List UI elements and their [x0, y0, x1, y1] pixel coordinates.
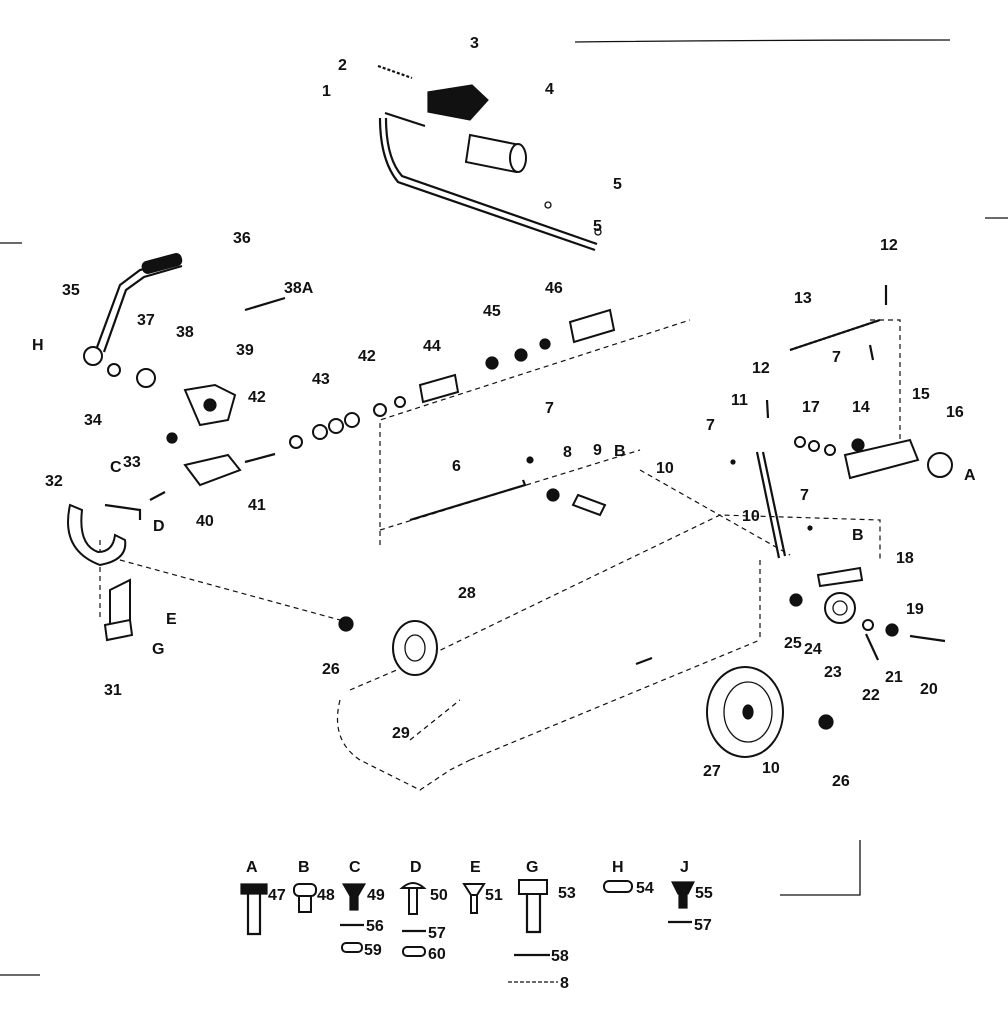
hardware-legend: A 47 B 48 C 49 56 59 D 50 57 60 E 51 G — [240, 859, 713, 992]
hw-number-54: 54 — [636, 880, 654, 897]
label-33: 33 — [123, 454, 141, 471]
label-22: 22 — [862, 687, 880, 704]
label-10b: 10 — [742, 508, 760, 525]
label-41: 41 — [248, 497, 266, 514]
label-2: 2 — [338, 57, 347, 74]
label-7c: 7 — [706, 417, 715, 434]
label-10a: 10 — [656, 460, 674, 477]
hw-number-56: 56 — [366, 918, 384, 935]
right-linkage-assembly — [526, 285, 953, 661]
hw-number-60: 60 — [428, 946, 446, 963]
label-D: D — [153, 518, 165, 535]
label-6: 6 — [452, 458, 461, 475]
label-28: 28 — [458, 585, 476, 602]
label-34: 34 — [84, 412, 102, 429]
label-B-a: B — [614, 443, 626, 460]
hw-number-55: 55 — [695, 885, 713, 902]
cylinder-part-4 — [464, 133, 527, 174]
label-38A: 38A — [284, 280, 314, 297]
hw-letter-G: G — [526, 859, 538, 876]
hw-number-48: 48 — [317, 887, 335, 904]
label-12a: 12 — [880, 237, 898, 254]
label-G: G — [152, 641, 164, 658]
label-16: 16 — [946, 404, 964, 421]
label-4: 4 — [545, 81, 554, 98]
control-lever-assembly — [83, 253, 616, 522]
label-40: 40 — [196, 513, 214, 530]
handle-rod-assembly — [377, 64, 602, 252]
label-44: 44 — [423, 338, 441, 355]
label-39: 39 — [236, 342, 254, 359]
label-42b: 42 — [358, 348, 376, 365]
label-21: 21 — [885, 669, 903, 686]
label-14: 14 — [852, 399, 870, 416]
rear-wheel-part-27 — [706, 666, 784, 758]
hw-letter-E: E — [470, 859, 481, 876]
part-labels: 1 2 3 4 5 5 36 35 H 37 38 38A 39 34 33 C… — [32, 35, 976, 790]
label-19: 19 — [906, 601, 924, 618]
label-36: 36 — [233, 230, 251, 247]
label-35: 35 — [62, 282, 80, 299]
label-32: 32 — [45, 473, 63, 490]
hw-number-58: 58 — [551, 948, 569, 965]
label-B-b: B — [852, 527, 864, 544]
label-8: 8 — [563, 444, 572, 461]
hw-letter-A: A — [246, 859, 258, 876]
hw-letter-B: B — [298, 859, 310, 876]
label-10c: 10 — [762, 760, 780, 777]
label-E: E — [166, 611, 177, 628]
label-17: 17 — [802, 399, 820, 416]
front-wheel-part-29 — [392, 620, 438, 676]
hw-number-47: 47 — [268, 887, 286, 904]
hw-letter-J: J — [680, 859, 689, 876]
label-C: C — [110, 459, 122, 476]
mower-deck-outline — [0, 39, 1008, 976]
label-3: 3 — [470, 35, 479, 52]
label-26a: 26 — [322, 661, 340, 678]
hw-number-50: 50 — [430, 887, 448, 904]
hw-letter-D: D — [410, 859, 422, 876]
label-46: 46 — [545, 280, 563, 297]
label-11: 11 — [731, 392, 748, 409]
hw-number-59: 59 — [364, 942, 382, 959]
label-29: 29 — [392, 725, 410, 742]
hw-letter-H: H — [612, 859, 624, 876]
hw-number-8: 8 — [560, 975, 569, 992]
label-24: 24 — [804, 641, 822, 658]
grip-part-3 — [427, 84, 489, 121]
label-37: 37 — [137, 312, 155, 329]
label-23: 23 — [824, 664, 842, 681]
label-1: 1 — [322, 83, 331, 100]
label-13: 13 — [794, 290, 812, 307]
label-43: 43 — [312, 371, 330, 388]
label-7d: 7 — [800, 487, 809, 504]
label-25: 25 — [784, 635, 802, 652]
hw-number-53: 53 — [558, 885, 576, 902]
label-H: H — [32, 337, 44, 354]
label-9: 9 — [593, 442, 602, 459]
label-26b: 26 — [832, 773, 850, 790]
hw-number-57b: 57 — [694, 917, 712, 934]
label-38: 38 — [176, 324, 194, 341]
label-31: 31 — [104, 682, 122, 699]
label-20: 20 — [920, 681, 938, 698]
label-18: 18 — [896, 550, 914, 567]
spring-part-2 — [377, 64, 413, 80]
label-7b: 7 — [832, 349, 841, 366]
label-42a: 42 — [248, 389, 266, 406]
hw-number-57a: 57 — [428, 925, 446, 942]
label-27: 27 — [703, 763, 721, 780]
label-7a: 7 — [545, 400, 554, 417]
label-5a: 5 — [613, 176, 622, 193]
label-5b: 5 — [593, 218, 602, 235]
hw-letter-C: C — [349, 859, 361, 876]
label-12b: 12 — [752, 360, 770, 377]
label-15: 15 — [912, 386, 930, 403]
label-45: 45 — [483, 303, 501, 320]
hw-number-51: 51 — [485, 887, 503, 904]
label-A: A — [964, 467, 976, 484]
clamp-bracket-assembly — [67, 491, 166, 642]
hw-number-49: 49 — [367, 887, 385, 904]
